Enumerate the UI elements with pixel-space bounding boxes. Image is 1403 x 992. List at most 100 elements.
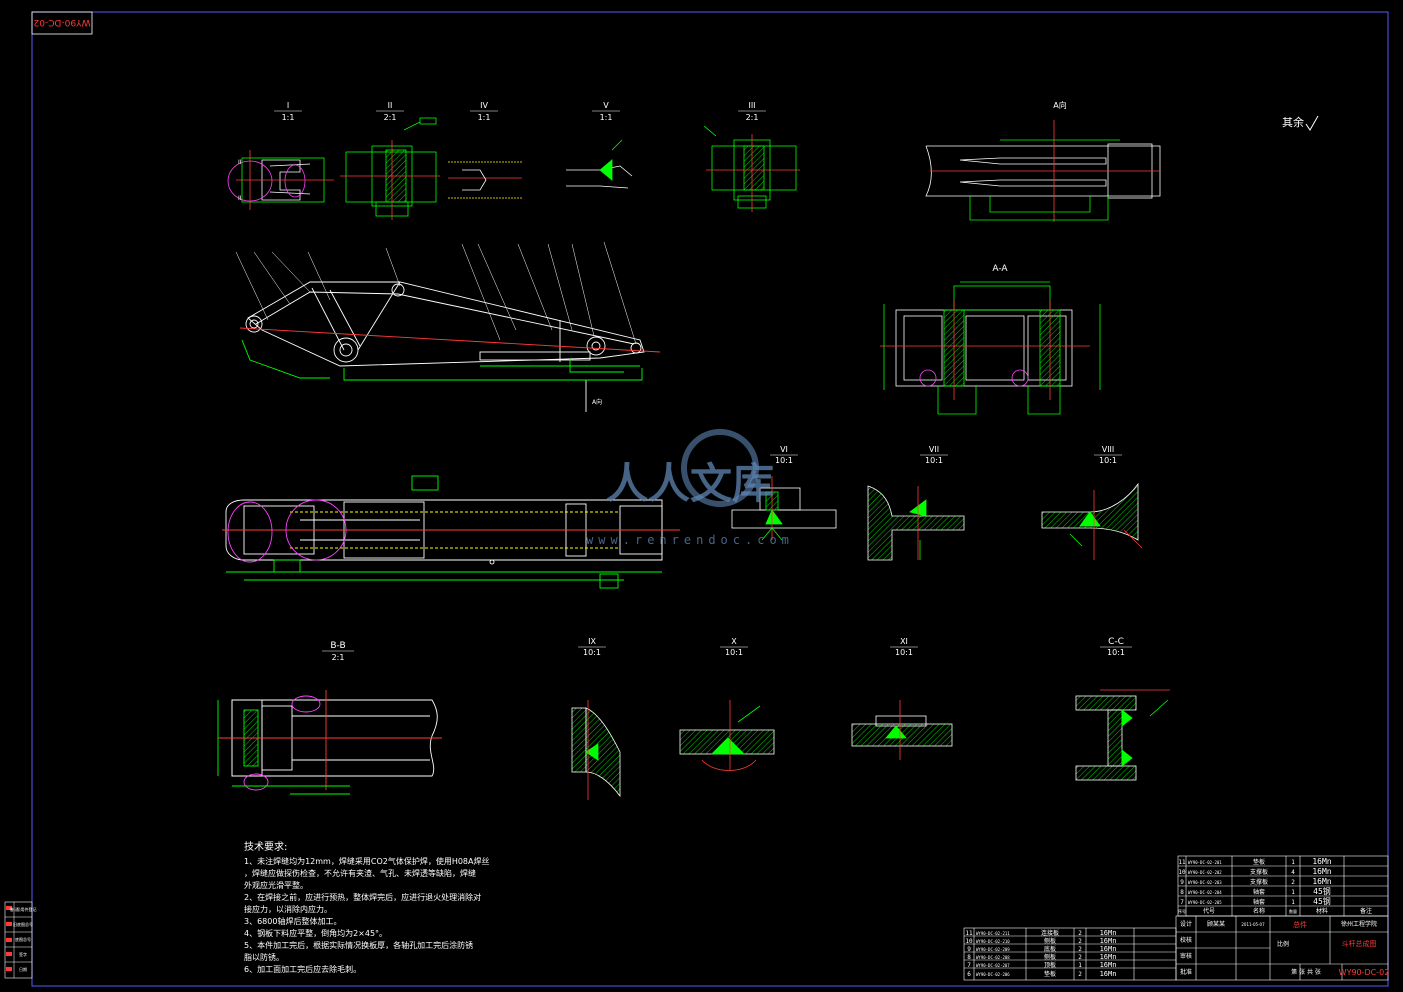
bom-u-qty-1: 4 [1291,869,1295,876]
bom-l-no-2: 9 [967,946,971,953]
roughness-note: 其余 [1282,115,1304,129]
tb-approve-label: 批准 [1180,968,1192,976]
bb-section-drawing [217,690,442,795]
bom-l-no-1: 10 [965,938,973,945]
scale-det3: 10:1 [1099,456,1117,465]
bom-u-no-1: 10 [1178,869,1186,876]
strip-label-5: 日期 [19,966,27,972]
svg-text:II: II [238,159,242,166]
bom-l-mat-0: 16Mn [1100,929,1117,937]
scale-ii: 2:1 [384,113,397,122]
roughness-symbol [1305,115,1319,131]
bom-u-name-2: 支撑板 [1250,878,1268,886]
detail-ix-drawing [571,700,621,800]
scale-det2: 10:1 [925,456,943,465]
cc-section-drawing [1075,689,1170,781]
bom-lower-text: 11 WY90-DC-02-211 连接板 2 16Mn 10 WY90-DC-… [965,929,1116,978]
bom-l-code-1: WY90-DC-02-210 [976,939,1010,944]
section-i-drawing: II II [227,150,334,210]
aa-section-drawing [880,281,1101,415]
detail-viii-drawing [1041,482,1143,560]
a-view-drawing [925,120,1161,222]
bom-h-mat: 材料 [1316,907,1328,915]
bom-l-code-5: WY90-DC-02-206 [976,972,1010,977]
label-ii: II [388,101,393,110]
section-ii-drawing [340,117,440,220]
side-view-drawing [239,281,661,412]
strip-label-2: 旧底图总号 [13,921,33,927]
detail-vii-drawing [867,485,965,561]
bom-u-mat-3: 45钢 [1313,886,1331,896]
tb-design-date: 2011-05-07 [1241,922,1265,927]
scale-det4: 10:1 [583,648,601,657]
tb-check-label: 校核 [1180,936,1192,944]
bom-u-no-2: 9 [1180,879,1184,886]
bom-l-code-2: WY90-DC-02-209 [976,947,1010,952]
tb-company: 徐州工程学院 [1341,920,1377,928]
detail-xi-drawing [851,700,953,760]
bom-lower [963,927,1177,981]
bom-u-code-0: WY90-DC-02-201 [1188,860,1222,865]
bom-u-code-3: WY90-DC-02-204 [1188,890,1222,895]
bom-u-no-4: 7 [1180,899,1184,906]
scale-i: 1:1 [282,113,295,122]
scale-iii: 2:1 [746,113,759,122]
bom-h-qty: 数量 [1289,908,1297,914]
bom-u-name-1: 支撑板 [1250,868,1268,876]
bom-h-note: 备注 [1360,907,1372,915]
plan-view-drawing [222,475,680,589]
svg-text:II: II [238,195,242,202]
bom-l-no-4: 7 [967,962,971,969]
bom-h-code: 代号 [1203,907,1215,915]
tech-line-10: 6、加工面加工完后应去除毛刺。 [244,964,361,974]
bom-l-mat-4: 16Mn [1100,961,1117,969]
side-view-leaders [235,241,637,345]
bom-h-name: 名称 [1253,907,1265,915]
bom-u-qty-4: 1 [1291,899,1295,906]
bom-u-no-3: 8 [1180,889,1184,896]
bom-l-code-0: WY90-DC-02-211 [976,931,1010,936]
tb-drawing-no: WY90-DC-02 [1339,968,1390,977]
bom-u-qty-0: 1 [1291,859,1295,866]
tb-unit: 总件 [1293,920,1307,929]
bom-l-no-5: 6 [967,971,971,978]
tb-part-name: 斗杆总成图 [1342,939,1377,948]
label-det4: IX [588,637,596,646]
label-det2: VII [929,445,939,454]
bom-u-code-4: WY90-DC-02-205 [1188,900,1222,905]
bom-u-code-2: WY90-DC-02-203 [1188,880,1222,885]
tech-requirements: 技术要求: 1、未注焊缝均为12mm，焊缝采用CO2气体保护焊，使用H08A焊丝… [244,840,490,974]
label-i: I [287,101,289,110]
tb-review-label: 审核 [1180,952,1192,960]
bom-u-name-0: 垫板 [1253,858,1265,866]
watermark: 人人文库 www.renrendoc.com [586,429,789,547]
bom-l-name-3: 侧板 [1044,953,1056,961]
label-iii: III [748,101,755,110]
bom-upper-text: 11 WY90-DC-02-201 垫板 1 16Mn 10 WY90-DC-0… [1178,857,1372,915]
label-det1: VI [780,445,788,454]
label-bb: B-B [330,641,345,651]
tb-design-label: 设计 [1180,920,1192,928]
tech-line-6: 3、6800轴焊后整体加工。 [244,916,341,926]
tech-line-9: 脂以防锈。 [244,952,284,962]
tech-title: 技术要求: [244,840,287,853]
scale-det6: 10:1 [895,648,913,657]
section-v-drawing [566,139,633,189]
bom-l-name-2: 底板 [1044,945,1056,953]
section-titles: I 1:1 II 2:1 IV 1:1 V 1:1 III 2:1 A向 A-A… [274,100,1319,662]
bom-u-name-3: 轴套 [1253,888,1265,896]
bom-u-no-0: 11 [1178,859,1186,866]
bom-u-qty-2: 2 [1291,879,1295,886]
label-cc: C-C [1108,637,1124,647]
bom-u-mat-1: 16Mn [1312,867,1331,876]
bom-l-mat-1: 16Mn [1100,937,1117,945]
bom-l-qty-2: 2 [1078,946,1082,953]
left-registration-strip: 借(通)用件登记 旧底图总号 底图总号 签字 日期 [4,901,37,979]
bom-l-name-5: 垫板 [1044,970,1056,978]
tech-line-1: 1、未注焊缝均为12mm，焊缝采用CO2气体保护焊，使用H08A焊丝 [244,856,490,866]
bom-l-qty-5: 2 [1078,971,1082,978]
bom-l-qty-3: 2 [1078,954,1082,961]
label-iv: IV [480,101,488,110]
tech-line-8: 5、本件加工完后，根据实际情况换板厚，各轴孔加工完后涂防锈 [244,940,473,950]
